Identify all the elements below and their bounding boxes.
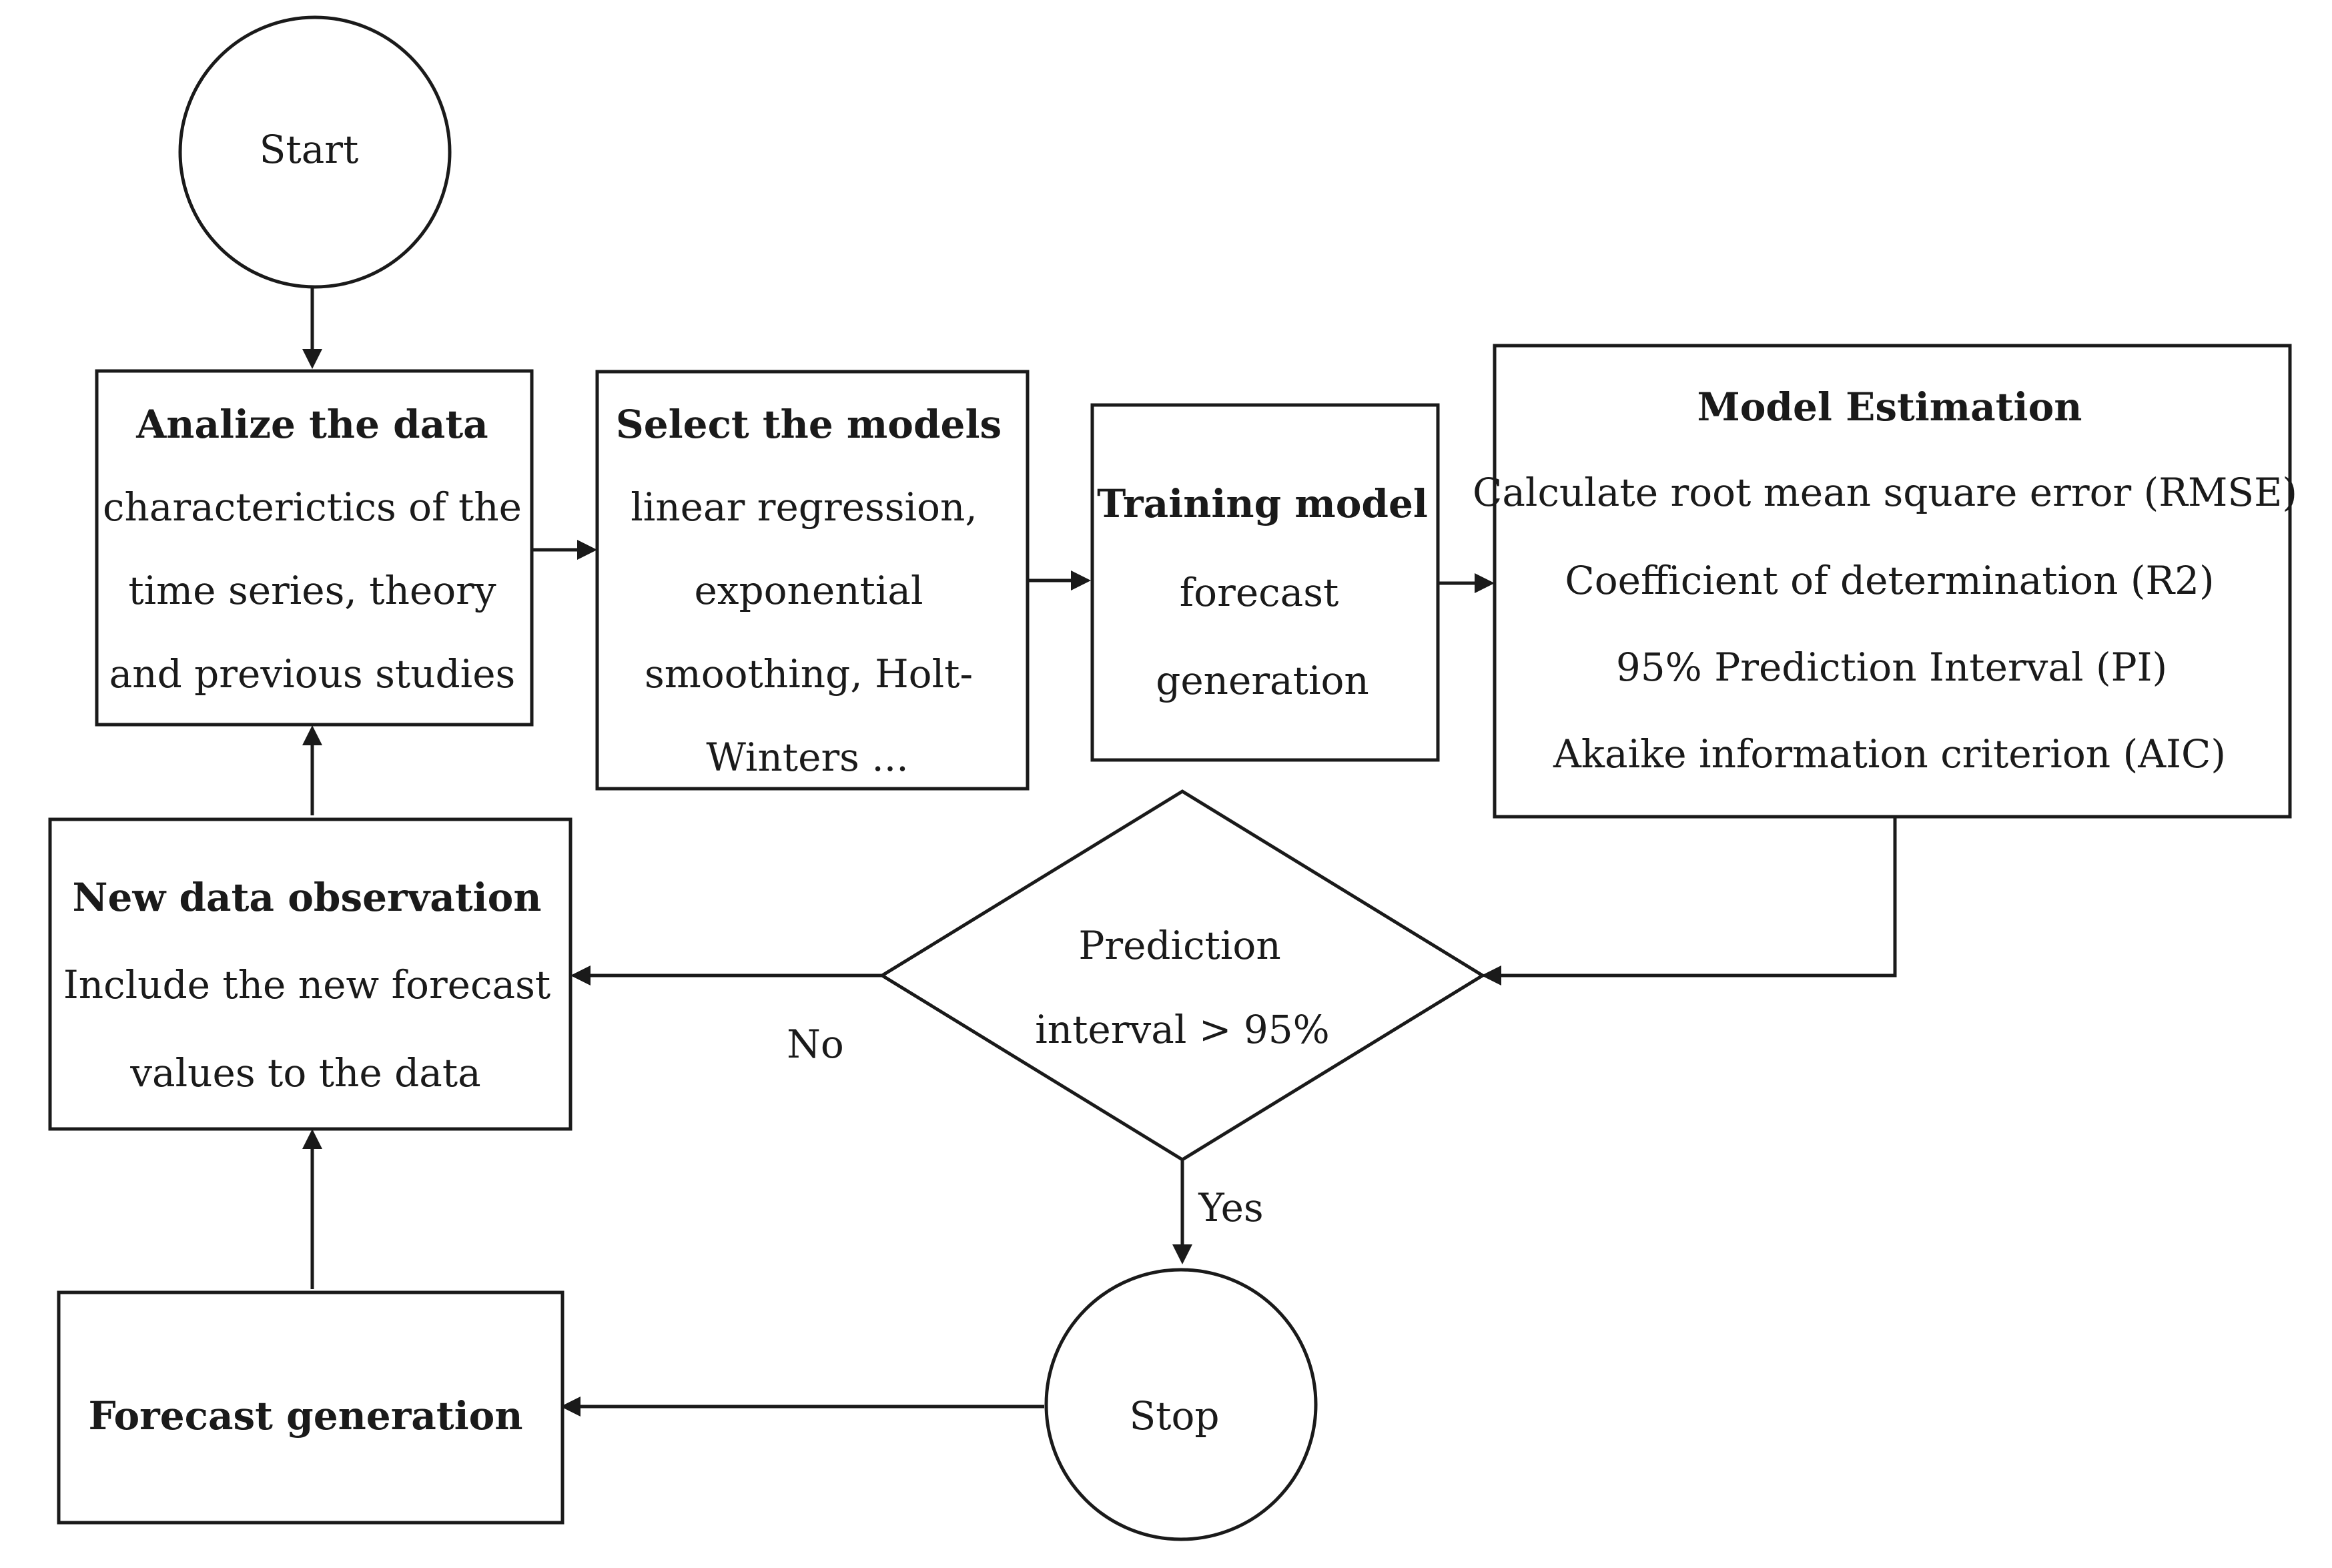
- training-box: [1090, 403, 1440, 762]
- decision-line-1: Prediction: [1078, 923, 1280, 968]
- connectors: [302, 288, 1897, 1417]
- edge-label-yes: Yes: [1198, 1185, 1263, 1230]
- training-line-1: forecast: [1180, 570, 1339, 615]
- select-line-4: Winters ...: [706, 735, 908, 780]
- stop-node: Stop: [1044, 1268, 1318, 1541]
- estimation-line-2: Coefficient of determination (R2): [1565, 558, 2214, 603]
- new-observation-title: New data observation: [72, 875, 541, 920]
- select-line-2: exponential: [694, 568, 923, 613]
- training-title: Training model: [1097, 481, 1428, 526]
- new-observation-box: [48, 817, 572, 1131]
- forecast-box: [57, 1290, 564, 1525]
- edge-label-no: No: [787, 1022, 844, 1067]
- start-node: Start: [178, 15, 452, 289]
- estimation-line-3: 95% Prediction Interval (PI): [1616, 645, 2167, 690]
- select-line-3: smoothing, Holt-: [645, 651, 973, 697]
- estimation-node: Model Estimation Calculate root mean squ…: [1473, 344, 2297, 819]
- analyze-line-3: and previous studies: [109, 651, 516, 697]
- training-node: Training model forecast generation: [1090, 403, 1440, 762]
- decision-line-2: interval > 95%: [1035, 1007, 1330, 1052]
- estimation-line-4: Akaike information criterion (AIC): [1553, 731, 2226, 777]
- estimation-title: Model Estimation: [1697, 384, 2082, 430]
- select-line-1: linear regression,: [631, 484, 978, 530]
- analyze-line-2: time series, theory: [128, 568, 496, 613]
- new-observation-line-2: values to the data: [129, 1050, 480, 1096]
- stop-label: Stop: [1129, 1393, 1219, 1439]
- forecast-node: Forecast generation: [57, 1290, 564, 1525]
- select-box: [595, 370, 1030, 791]
- analyze-title: Analize the data: [135, 402, 488, 447]
- new-observation-line-1: Include the new forecast: [63, 962, 550, 1008]
- decision-node: Prediction interval > 95%: [879, 789, 1486, 1162]
- select-node: Select the models linear regression, exp…: [595, 370, 1030, 791]
- training-line-2: generation: [1156, 658, 1369, 703]
- decision-diamond: [879, 789, 1486, 1162]
- estimation-line-1: Calculate root mean square error (RMSE): [1473, 470, 2297, 515]
- select-title: Select the models: [616, 402, 1002, 447]
- arrow-estimation-to-decision: [1481, 817, 1897, 986]
- start-circle: [178, 15, 452, 289]
- start-label: Start: [260, 127, 359, 172]
- analyze-node: Analize the data characterictics of the …: [95, 369, 534, 727]
- stop-circle: [1044, 1268, 1318, 1541]
- estimation-box: [1493, 344, 2292, 819]
- analyze-line-1: characterictics of the: [103, 484, 522, 530]
- analyze-box: [95, 369, 534, 727]
- forecast-title: Forecast generation: [88, 1393, 522, 1439]
- new-observation-node: New data observation Include the new for…: [48, 817, 572, 1131]
